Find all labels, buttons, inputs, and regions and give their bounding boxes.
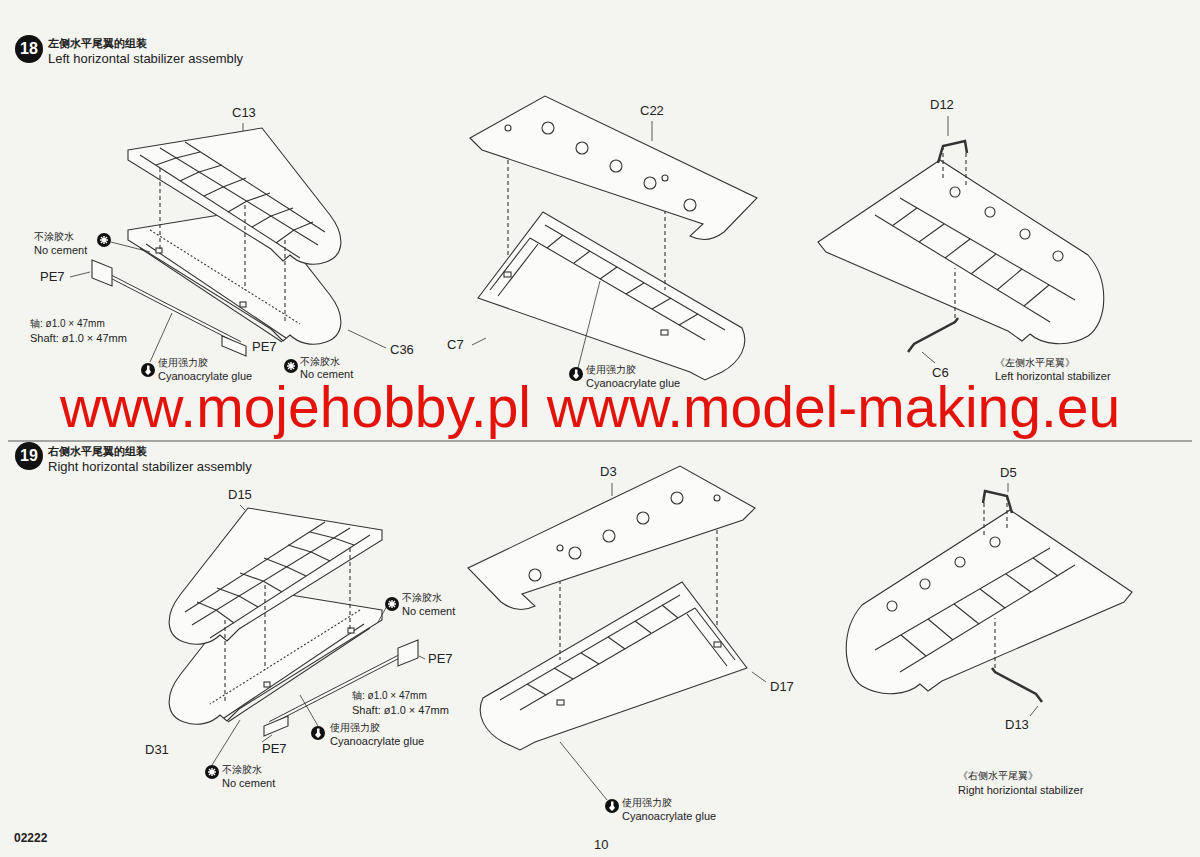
step-number: 18 <box>15 35 43 63</box>
part-number: PE7 <box>262 742 287 757</box>
part-number: C7 <box>447 338 464 353</box>
part-number: D31 <box>145 743 169 758</box>
note-zh: 使用强力胶 <box>622 797 672 809</box>
note-zh: 不涂胶水 <box>34 231 74 243</box>
skin-and-core-mirrored <box>468 466 755 750</box>
leader-lines <box>70 116 1038 800</box>
step-number: 19 <box>15 442 43 470</box>
note: No cement <box>222 777 275 790</box>
part-number: PE7 <box>428 652 453 667</box>
kit-number: 02222 <box>14 832 47 846</box>
note: No cement <box>402 605 455 618</box>
page-number: 10 <box>594 838 608 853</box>
dimension: Shaft: ø1.0 × 47mm <box>30 332 127 345</box>
part-number: D5 <box>1000 466 1017 481</box>
step-number-text: 18 <box>20 41 38 57</box>
assembled-stabilizer <box>818 141 1104 352</box>
part-number: PE7 <box>40 270 65 285</box>
assembled-stabilizer-mirrored <box>846 491 1132 702</box>
part-number: C22 <box>640 104 664 119</box>
part-number: C36 <box>390 343 414 358</box>
watermark: www.mojehobby.pl www.model-making.eu <box>60 379 1120 436</box>
dimension: Shaft: ø1.0 × 47mm <box>352 704 449 717</box>
part-number: D3 <box>600 465 617 480</box>
note: Cyanoacrylate glue <box>330 735 424 748</box>
note-zh: 使用强力胶 <box>330 722 380 734</box>
divider <box>8 441 1192 442</box>
step-number-text: 19 <box>20 448 38 464</box>
step-heading-zh: 左侧水平尾翼的组装 <box>48 37 147 50</box>
part-number: D17 <box>770 680 794 695</box>
dimension-zh: 轴: ø1.0 × 47mm <box>352 690 427 702</box>
note: Cyanoacrylate glue <box>622 810 716 823</box>
caption-zh: 《右侧水平尾翼》 <box>958 770 1038 782</box>
part-number: PE7 <box>252 340 277 355</box>
note: No cement <box>34 244 87 257</box>
step-heading-zh: 右侧水平尾翼的组装 <box>48 445 147 458</box>
part-number: D13 <box>1005 718 1029 733</box>
caption: Right horiziontal stabilizer <box>958 784 1083 797</box>
step-heading: Right horizontal stabilizer assembly <box>48 460 252 475</box>
stabilizer-halves <box>92 128 341 356</box>
dimension-zh: 轴: ø1.0 × 47mm <box>30 318 105 330</box>
note-zh: 使用强力胶 <box>158 357 208 369</box>
stabilizer-halves-mirrored <box>169 508 418 736</box>
note-zh: 不涂胶水 <box>222 764 262 776</box>
caption-zh: 《左侧水平尾翼》 <box>995 357 1075 369</box>
step-heading: Left horizontal stabilizer assembly <box>48 52 243 67</box>
note-zh: 不涂胶水 <box>300 356 340 368</box>
note-zh: 使用强力胶 <box>586 364 636 376</box>
skin-and-core <box>470 96 757 380</box>
part-number: C13 <box>232 106 256 121</box>
note-zh: 不涂胶水 <box>402 592 442 604</box>
part-number: D12 <box>930 98 954 113</box>
part-number: D15 <box>228 488 252 503</box>
